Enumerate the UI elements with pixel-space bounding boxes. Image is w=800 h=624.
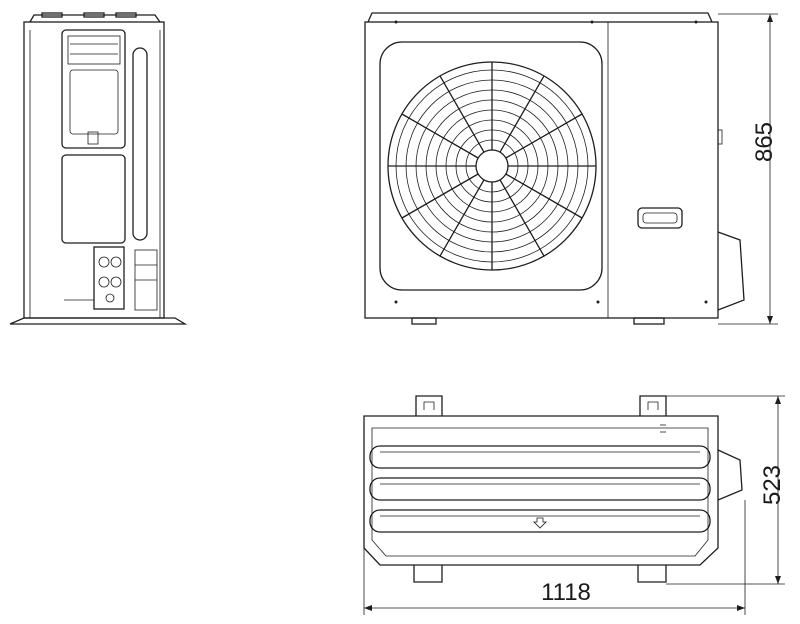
width-dimension-label: 1118: [541, 579, 591, 606]
fan-guard-spoke: [499, 179, 545, 257]
fan-guard-spoke: [505, 173, 583, 219]
depth-dimension-label: 523: [759, 465, 786, 505]
front-view: 865: [364, 12, 778, 325]
top-view: 523 1118: [363, 395, 786, 615]
height-dimension-label: 865: [751, 122, 778, 162]
fan-guard-spoke: [505, 113, 583, 159]
fan-guard-spoke: [439, 75, 485, 153]
fan-guard-spoke: [401, 173, 479, 219]
fan-guard-spoke: [439, 179, 485, 257]
fan-guard-spoke: [401, 113, 479, 159]
fan-guard-spoke: [499, 75, 545, 153]
side-view: [9, 12, 188, 325]
